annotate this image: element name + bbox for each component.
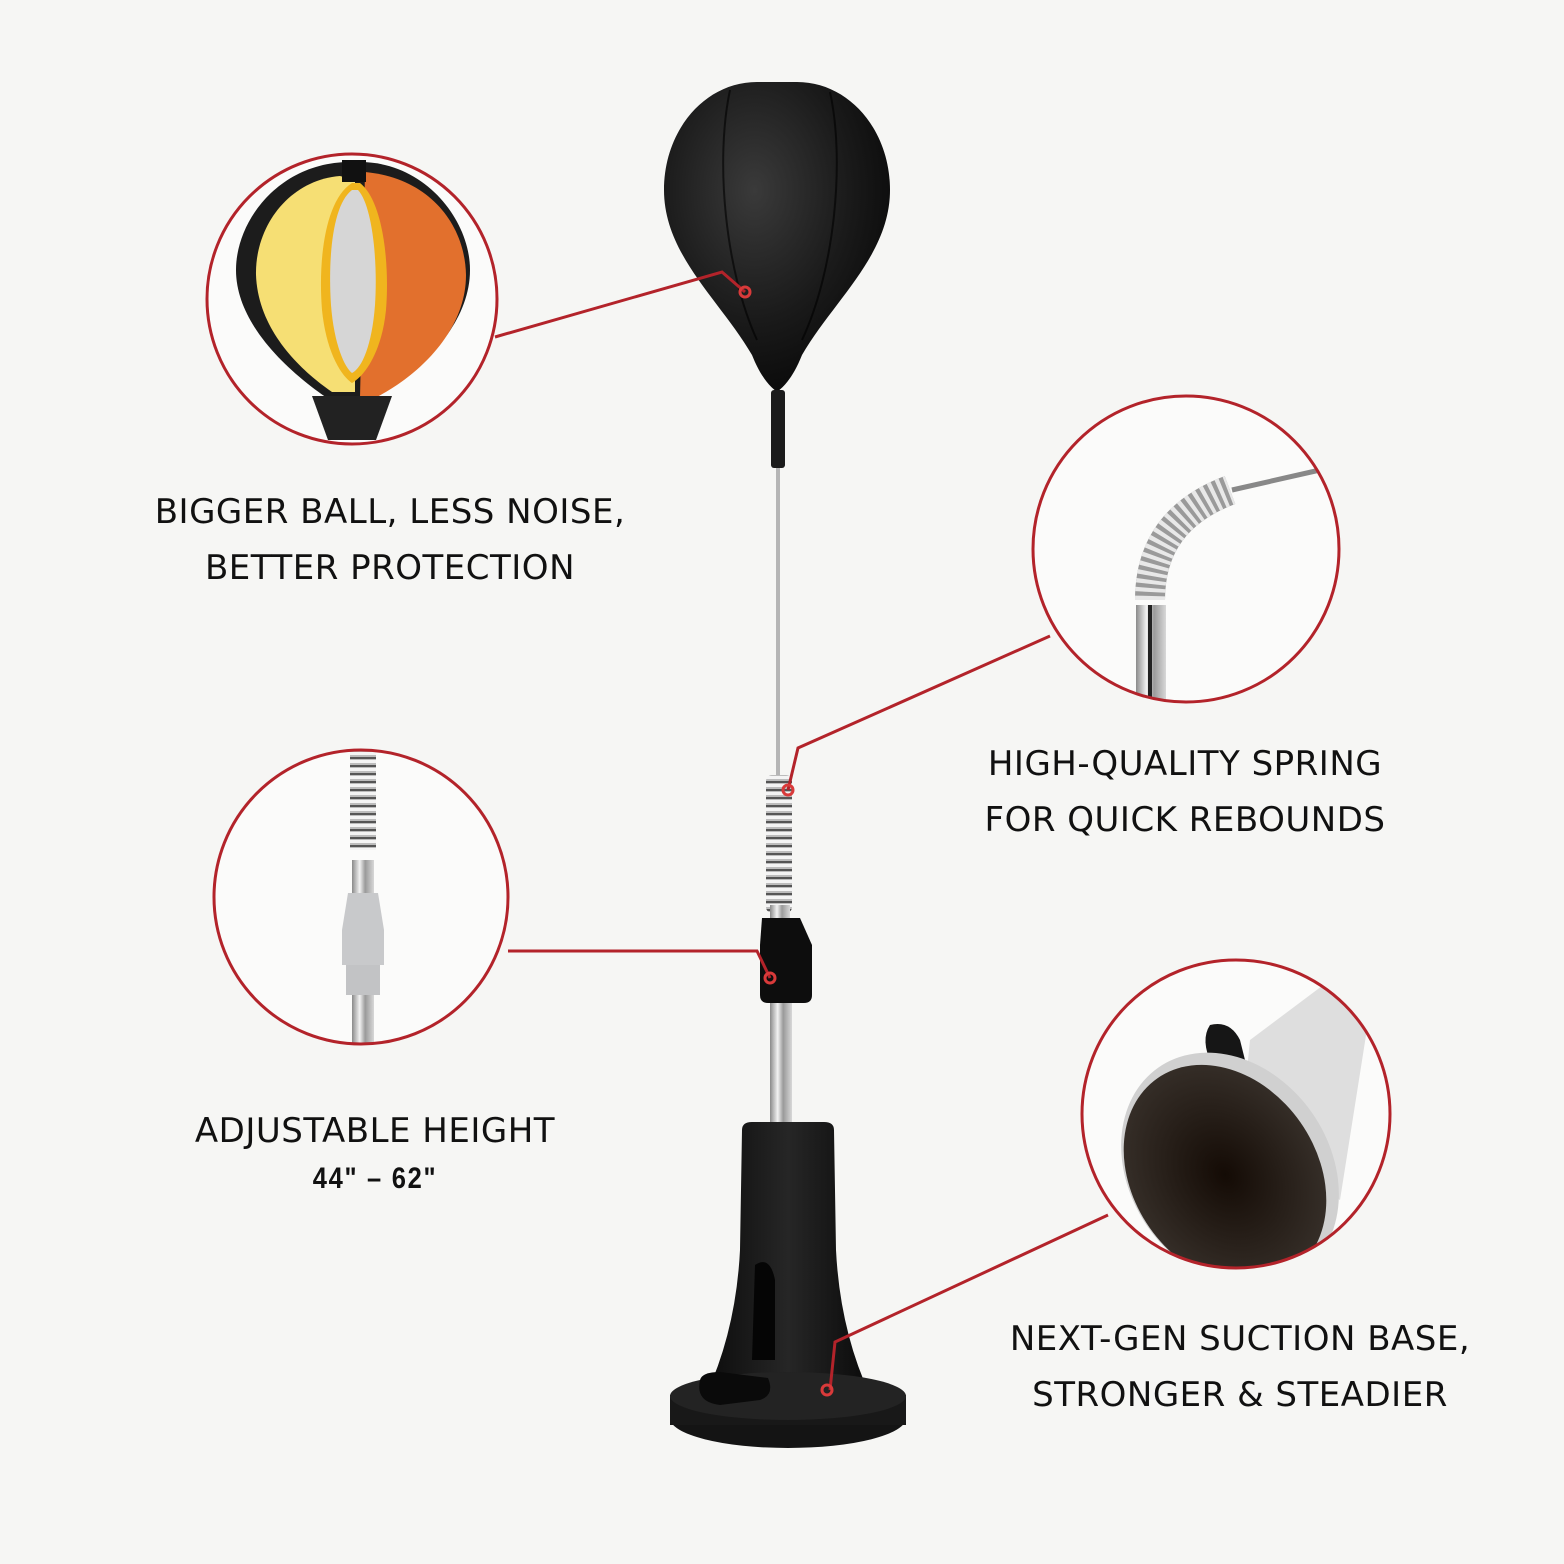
feature-base-text: NEXT-GEN SUCTION BASE, STRONGER & STEADI… [965, 1311, 1515, 1423]
feature-ball-line-2: BETTER PROTECTION [204, 548, 576, 588]
spring [766, 775, 792, 913]
suction-cup-icon [1080, 958, 1392, 1270]
feature-ball-line-1: BIGGER BALL, LESS NOISE, [154, 492, 626, 532]
suction-base [670, 1122, 906, 1448]
feature-spring-line-2: FOR QUICK REBOUNDS [984, 800, 1386, 840]
feature-base-line-1: NEXT-GEN SUCTION BASE, [1009, 1319, 1471, 1359]
feature-height-line-1: ADJUSTABLE HEIGHT [194, 1111, 556, 1151]
feature-ball-text: BIGGER BALL, LESS NOISE, BETTER PROTECTI… [120, 484, 660, 596]
telescoping-pole [770, 1003, 792, 1128]
feature-base-line-2: STRONGER & STEADIER [1032, 1375, 1448, 1415]
callout-lines [494, 270, 1109, 1391]
feature-spring-line-1: HIGH-QUALITY SPRING [987, 744, 1383, 784]
cutaway-ball-icon [205, 152, 499, 446]
spring-icon [1031, 394, 1341, 704]
telescoping-pole-icon [212, 748, 510, 1046]
punching-ball [664, 82, 890, 468]
feature-spring-text: HIGH-QUALITY SPRING FOR QUICK REBOUNDS [950, 736, 1420, 848]
callout-dots [738, 285, 834, 1397]
height-adjust-knob [760, 918, 812, 1003]
steel-rod [776, 468, 780, 778]
feature-height-text: ADJUSTABLE HEIGHT 44" – 62" [160, 1103, 590, 1199]
height-range: 44" – 62" [312, 1162, 438, 1195]
